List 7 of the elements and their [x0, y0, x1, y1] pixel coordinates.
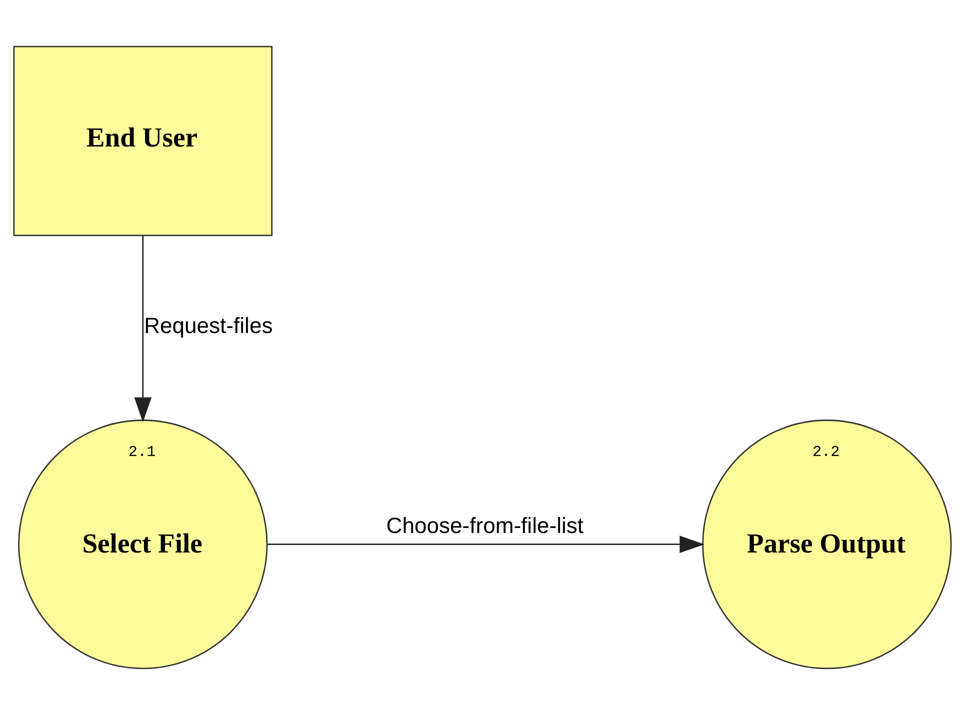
node-box: End User: [13, 46, 273, 236]
edge-label: Request-files: [144, 313, 273, 338]
node-circle: 2.2 Parse Output: [702, 420, 952, 670]
node-circle: 2.1 Select File: [18, 420, 268, 670]
arrow: [134, 236, 152, 422]
edge-label: Choose-from-file-list: [386, 513, 584, 538]
arrow: [267, 536, 704, 554]
